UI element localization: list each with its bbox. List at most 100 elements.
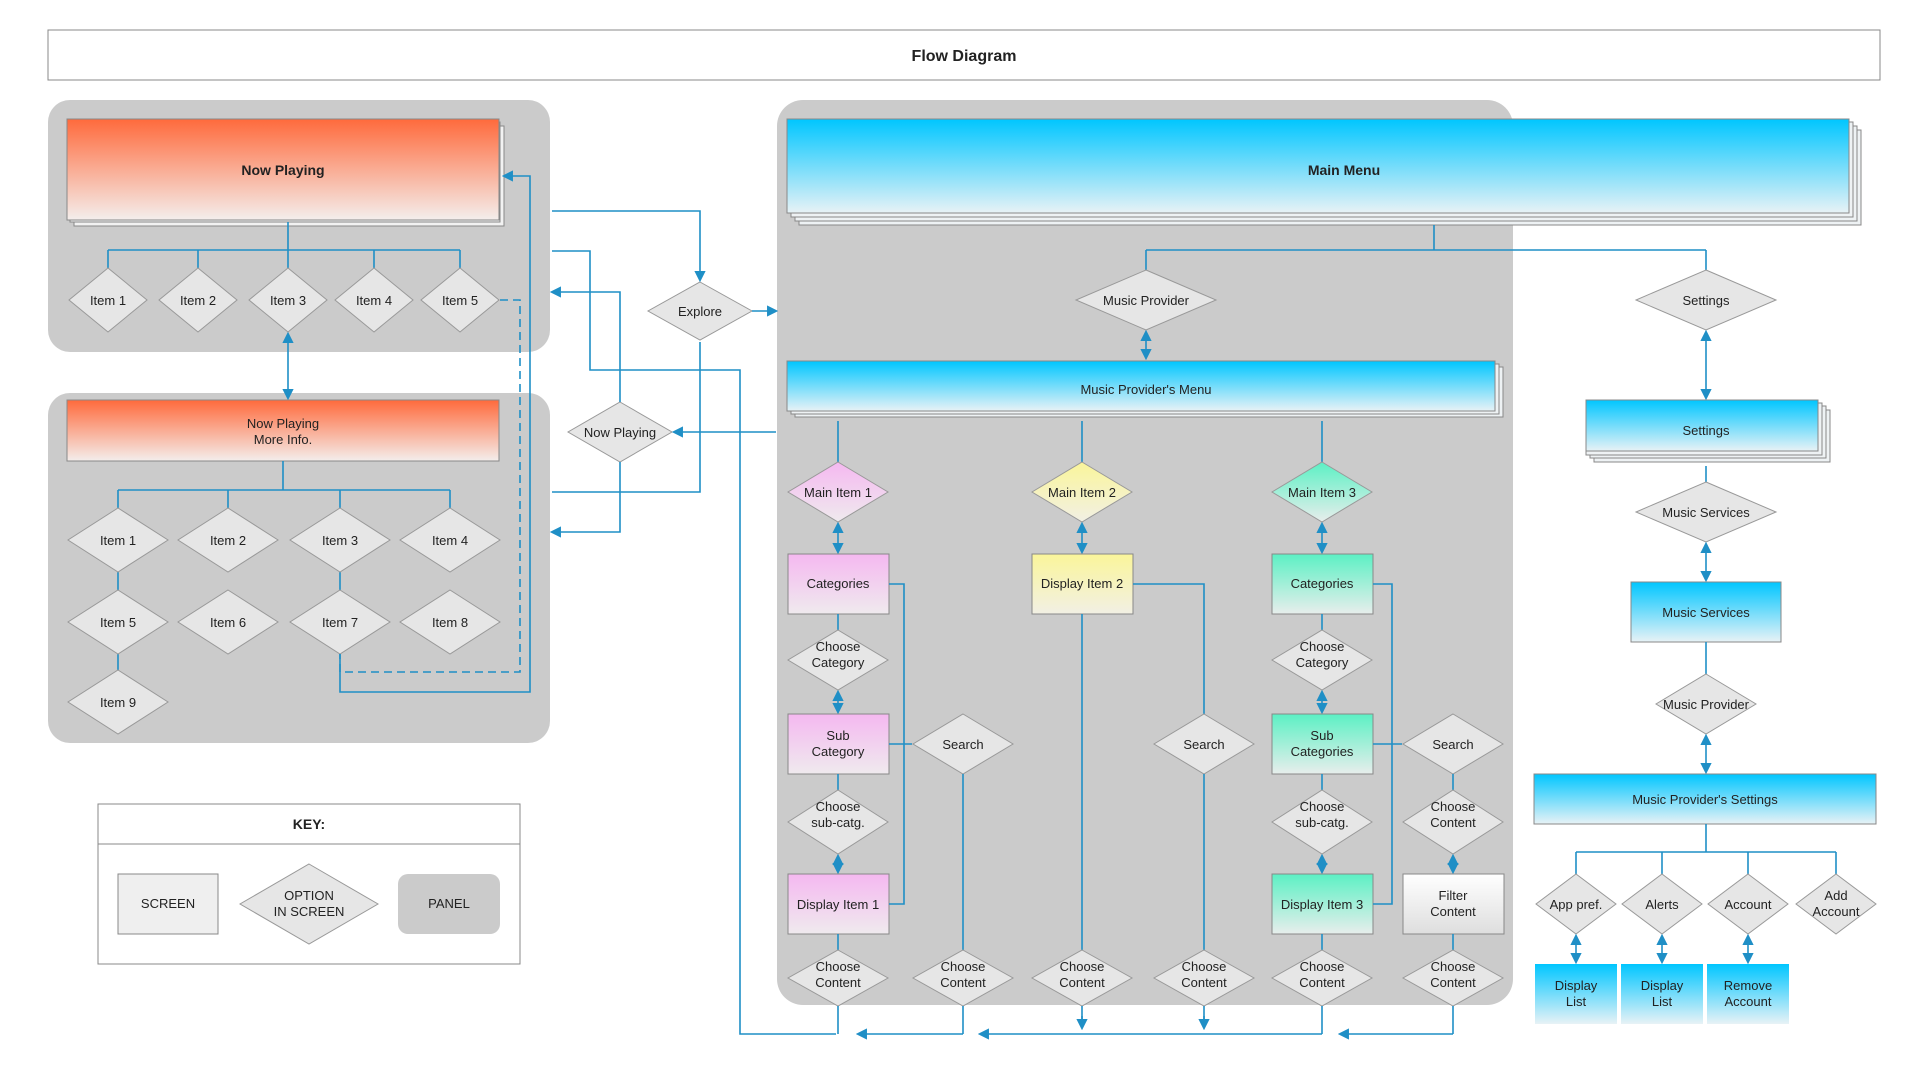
choose-subcatg-3-option[interactable]: Choose sub-catg. (1271, 789, 1373, 855)
svg-text:App pref.: App pref. (1550, 897, 1603, 912)
music-provider-menu-label: Music Provider's Menu (1080, 382, 1211, 397)
now-playing-item-4[interactable]: Item 4 (334, 267, 414, 333)
more-info-item-1[interactable]: Item 1 (67, 507, 169, 573)
sub-categories-3-label-2: Categories (1291, 744, 1354, 759)
svg-text:Item 9: Item 9 (100, 695, 136, 710)
main-item-2-option[interactable]: Main Item 2 (1031, 461, 1133, 523)
svg-text:Explore: Explore (678, 304, 722, 319)
svg-text:Music Provider: Music Provider (1103, 293, 1190, 308)
middle-now-playing-option[interactable]: Now Playing (566, 401, 674, 463)
alerts-option[interactable]: Alerts (1621, 873, 1703, 935)
svg-text:Item 5: Item 5 (100, 615, 136, 630)
svg-text:Content: Content (1181, 975, 1227, 990)
more-info-item-7[interactable]: Item 7 (289, 589, 391, 655)
svg-text:Account: Account (1813, 904, 1860, 919)
account-option[interactable]: Account (1707, 873, 1789, 935)
music-services-screen-label: Music Services (1662, 605, 1750, 620)
choose-content-search-3-option[interactable]: Choose Content (1402, 789, 1504, 855)
sub-categories-3-screen[interactable] (1271, 713, 1374, 775)
main-menu-screen[interactable] (786, 118, 1850, 214)
now-playing-item-2[interactable]: Item 2 (158, 267, 238, 333)
categories-3-screen[interactable] (1271, 553, 1374, 615)
svg-text:Music Services: Music Services (1662, 505, 1750, 520)
now-playing-item-3[interactable]: Item 3 (248, 267, 328, 333)
more-info-item-3[interactable]: Item 3 (289, 507, 391, 573)
panel-now-playing-more-info (48, 393, 550, 743)
music-provider-menu-screen[interactable] (786, 360, 1496, 412)
choose-subcatg-1-option[interactable]: Choose sub-catg. (787, 789, 889, 855)
music-services-option[interactable]: Music Services (1634, 481, 1778, 543)
svg-text:Choose: Choose (1300, 959, 1345, 974)
settings-screen[interactable] (1585, 399, 1819, 452)
sub-category-1-label-2: Category (812, 744, 865, 759)
choose-content-1[interactable]: Choose Content (786, 949, 890, 1007)
choose-content-5[interactable]: Choose Content (1270, 949, 1374, 1007)
now-playing-item-1[interactable]: Item 1 (68, 267, 148, 333)
svg-text:Category: Category (1296, 655, 1349, 670)
svg-text:Choose: Choose (816, 639, 861, 654)
more-info-item-5[interactable]: Item 5 (67, 589, 169, 655)
more-info-item-8[interactable]: Item 8 (399, 589, 501, 655)
categories-3-label: Categories (1291, 576, 1354, 591)
more-info-item-4[interactable]: Item 4 (399, 507, 501, 573)
now-playing-item-5[interactable]: Item 5 (420, 267, 500, 333)
more-info-item-9[interactable]: Item 9 (67, 669, 169, 735)
display-list-1-screen[interactable] (1535, 964, 1617, 1024)
key-option-label-1: OPTION (284, 888, 334, 903)
now-playing-screen[interactable] (66, 118, 500, 221)
settings-option[interactable]: Settings (1634, 269, 1778, 331)
remove-account-label-1: Remove (1724, 978, 1772, 993)
more-info-screen[interactable] (66, 399, 500, 462)
music-provider-settings-screen[interactable] (1533, 773, 1877, 825)
svg-text:Choose: Choose (941, 959, 986, 974)
svg-text:Content: Content (1430, 975, 1476, 990)
svg-text:Account: Account (1725, 897, 1772, 912)
now-playing-screen-label: Now Playing (241, 162, 324, 178)
explore-option[interactable]: Explore (646, 281, 754, 341)
svg-text:Choose: Choose (1182, 959, 1227, 974)
svg-text:Settings: Settings (1683, 293, 1730, 308)
filter-content-label-2: Content (1430, 904, 1476, 919)
svg-text:Content: Content (815, 975, 861, 990)
add-account-option[interactable]: Add Account (1795, 873, 1877, 935)
svg-text:Item 1: Item 1 (100, 533, 136, 548)
svg-text:Item 2: Item 2 (210, 533, 246, 548)
search-3-option[interactable]: Search (1402, 713, 1504, 775)
more-info-item-6[interactable]: Item 6 (177, 589, 279, 655)
svg-text:Choose: Choose (1060, 959, 1105, 974)
remove-account-label-2: Account (1725, 994, 1772, 1009)
filter-content-screen[interactable] (1402, 873, 1505, 935)
svg-text:Main Item 2: Main Item 2 (1048, 485, 1116, 500)
key-screen-swatch (117, 873, 219, 935)
settings-screen-label: Settings (1683, 423, 1730, 438)
music-provider-settings-label: Music Provider's Settings (1632, 792, 1778, 807)
more-info-item-2[interactable]: Item 2 (177, 507, 279, 573)
music-services-screen[interactable] (1630, 581, 1782, 643)
svg-text:Add: Add (1824, 888, 1847, 903)
svg-text:Music Provider: Music Provider (1663, 697, 1750, 712)
categories-1-screen[interactable] (787, 553, 890, 615)
svg-text:Item 4: Item 4 (356, 293, 392, 308)
svg-text:Item 1: Item 1 (90, 293, 126, 308)
choose-category-1-option[interactable]: Choose Category (787, 629, 889, 691)
display-list-2-screen[interactable] (1621, 964, 1703, 1024)
choose-content-3[interactable]: Choose Content (1030, 949, 1134, 1007)
remove-account-screen[interactable] (1707, 964, 1789, 1024)
svg-text:Content: Content (940, 975, 986, 990)
display-item-1-screen[interactable] (787, 873, 890, 935)
page-title: Flow Diagram (912, 48, 1017, 65)
display-item-3-screen[interactable] (1271, 873, 1374, 935)
key-screen-label: SCREEN (141, 896, 195, 911)
display-list-1-label-1: Display (1555, 978, 1598, 993)
display-item-2-screen[interactable] (1031, 553, 1134, 615)
main-item-1-option[interactable]: Main Item 1 (787, 461, 889, 523)
music-provider-option[interactable]: Music Provider (1074, 269, 1218, 331)
main-item-3-option[interactable]: Main Item 3 (1271, 461, 1373, 523)
choose-content-4[interactable]: Choose Content (1152, 949, 1256, 1007)
svg-text:Item 8: Item 8 (432, 615, 468, 630)
app-pref-option[interactable]: App pref. (1535, 873, 1617, 935)
svg-text:Choose: Choose (816, 959, 861, 974)
music-provider-settings-option[interactable]: Music Provider (1655, 673, 1757, 735)
sub-categories-3-label-1: Sub (1310, 728, 1333, 743)
